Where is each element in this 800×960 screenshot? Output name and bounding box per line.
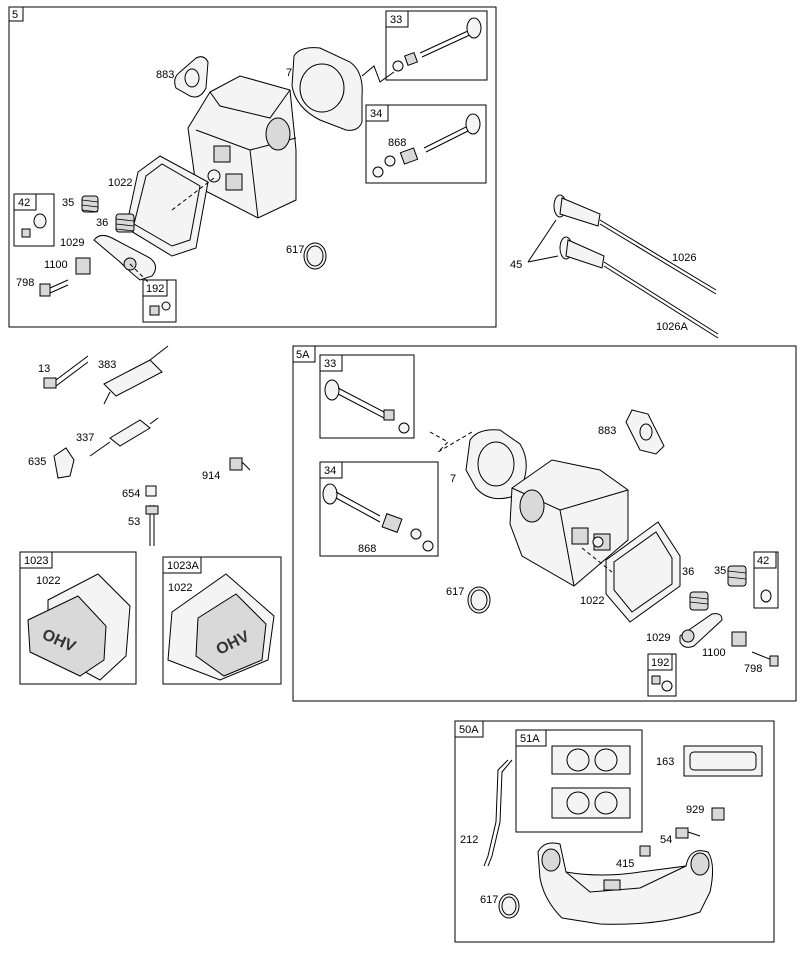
label-798-b: 798 — [744, 663, 762, 675]
label-1022-cover-b: 1022 — [168, 582, 192, 594]
group-5a-tag: 5A — [296, 349, 310, 361]
label-1100-b: 1100 — [702, 647, 726, 659]
label-13: 13 — [38, 363, 50, 375]
group-5-cylinder-head: 5 33 34 868 42 — [8, 6, 497, 328]
subbox-42b-tag: 42 — [757, 555, 769, 567]
label-1022-cover-a: 1022 — [36, 575, 60, 587]
rocker-arm — [93, 234, 156, 281]
label-163: 163 — [656, 756, 674, 768]
label-914: 914 — [202, 470, 220, 482]
label-868-b: 868 — [358, 543, 376, 555]
exhaust-gasket — [174, 56, 209, 98]
label-798: 798 — [16, 277, 34, 289]
valve-spring — [81, 195, 135, 233]
subbox-192-tag: 192 — [146, 283, 164, 295]
group-1023a-tag: 1023A — [167, 560, 199, 572]
group-1023-tag: 1023 — [24, 555, 48, 567]
label-1022-b: 1022 — [580, 595, 604, 607]
label-1100: 1100 — [44, 259, 68, 271]
cylinder-head-b — [509, 459, 629, 587]
label-383: 383 — [98, 359, 116, 371]
label-929: 929 — [686, 804, 704, 816]
label-1029: 1029 — [60, 237, 84, 249]
subbox-34b-tag: 34 — [324, 465, 336, 477]
label-45: 45 — [510, 259, 522, 271]
label-617-c: 617 — [480, 894, 498, 906]
label-36-b: 36 — [682, 566, 694, 578]
label-36: 36 — [96, 217, 108, 229]
label-54: 54 — [660, 834, 672, 846]
group-5-tag: 5 — [12, 9, 18, 21]
subbox-192b-tag: 192 — [651, 657, 669, 669]
label-868: 868 — [388, 137, 406, 149]
label-7-b: 7 — [450, 473, 456, 485]
rocker-ball — [75, 257, 91, 275]
subbox-33 — [385, 10, 488, 81]
valve-exhaust — [372, 113, 481, 178]
label-1029-b: 1029 — [646, 632, 670, 644]
label-35: 35 — [62, 197, 74, 209]
group-1023-valve-cover: 1023 1022 OHV — [19, 551, 137, 685]
group-50a-tag: 50A — [459, 724, 479, 736]
label-1026a: 1026A — [656, 321, 688, 333]
valve-intake — [392, 17, 482, 72]
label-35-b: 35 — [714, 565, 726, 577]
label-1026: 1026 — [672, 252, 696, 264]
subbox-34 — [365, 104, 487, 184]
head-gasket — [291, 47, 363, 131]
label-337: 337 — [76, 432, 94, 444]
group-50a-exhaust-manifold: 50A 51A 163 929 54 415 212 — [454, 720, 775, 943]
subbox-42-tag: 42 — [18, 197, 30, 209]
label-53: 53 — [128, 516, 140, 528]
label-617: 617 — [286, 244, 304, 256]
label-883: 883 — [156, 69, 174, 81]
label-617-b: 617 — [446, 586, 464, 598]
subbox-33b-tag: 33 — [324, 358, 336, 370]
label-7: 7 — [286, 67, 292, 79]
subbox-51a-tag: 51A — [520, 733, 540, 745]
cylinder-head — [187, 75, 297, 219]
rocker-stud — [39, 279, 69, 297]
subbox-33-tag: 33 — [390, 14, 402, 26]
subbox-34-tag: 34 — [370, 108, 382, 120]
label-635: 635 — [28, 456, 46, 468]
label-883-b: 883 — [598, 425, 616, 437]
group-1023a-valve-cover: 1023A 1022 OHV — [162, 556, 282, 685]
label-415: 415 — [616, 858, 634, 870]
label-212: 212 — [460, 834, 478, 846]
loose-parts — [43, 345, 251, 546]
label-654: 654 — [122, 488, 140, 500]
push-rods — [527, 194, 719, 339]
group-5a-cylinder-head: 5A 33 34 868 42 192 7 — [292, 345, 797, 702]
label-1022: 1022 — [108, 177, 132, 189]
